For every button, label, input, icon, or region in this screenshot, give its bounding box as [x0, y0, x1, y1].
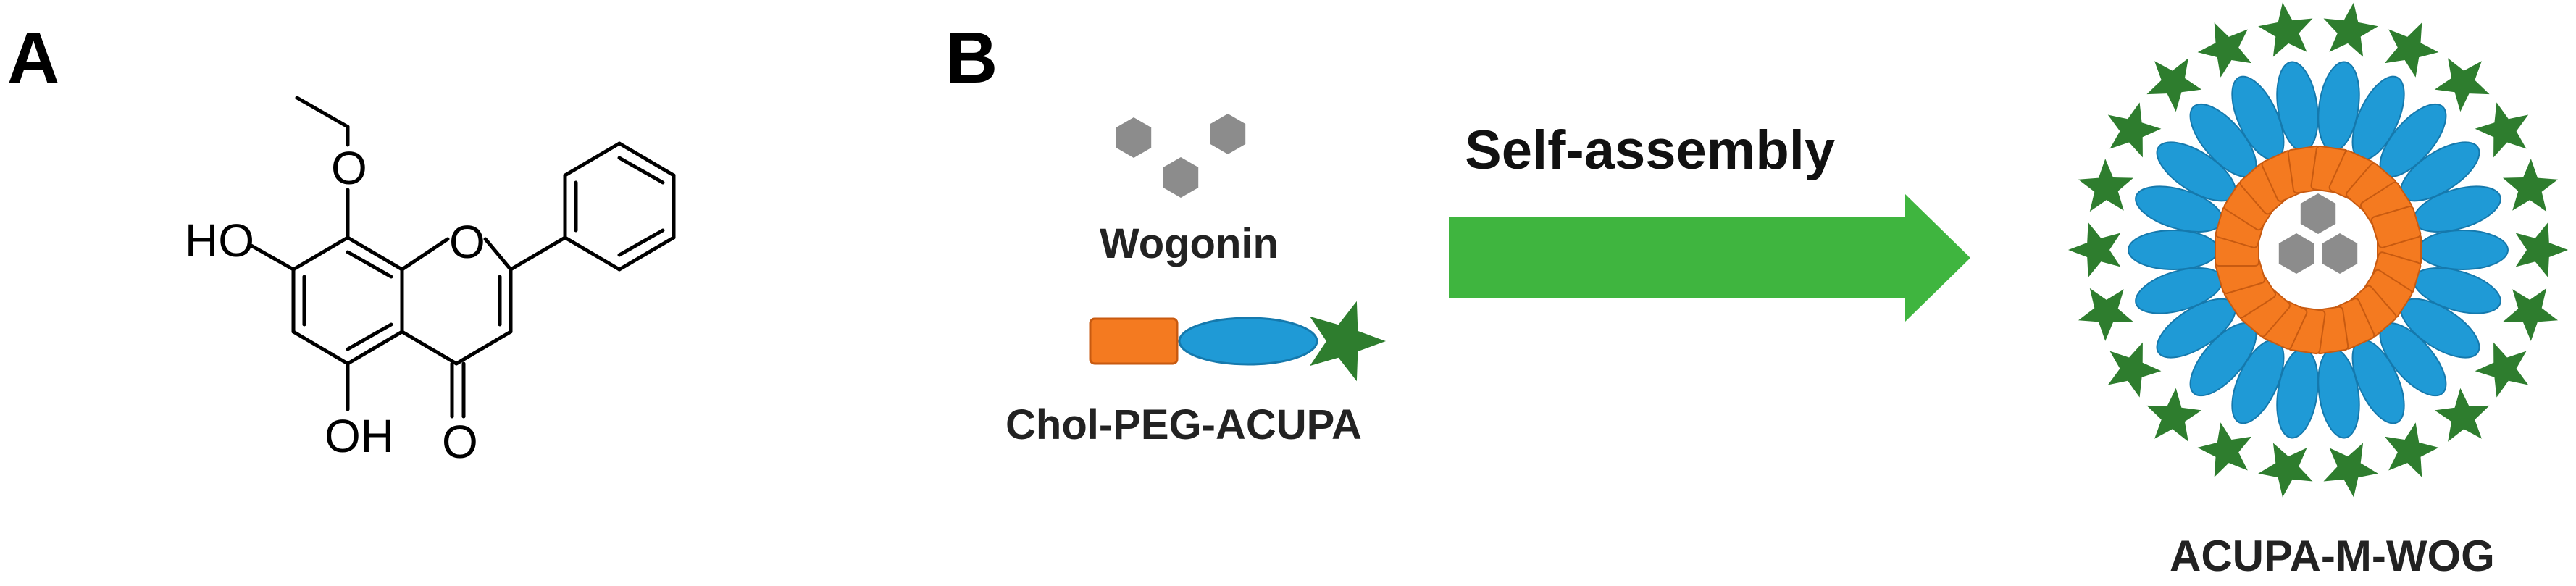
acupa-star — [2323, 2, 2378, 57]
bond — [346, 250, 393, 279]
bond — [563, 235, 622, 272]
wogonin-hexagon — [1210, 114, 1246, 154]
acupa-star — [2503, 288, 2558, 341]
bond — [295, 96, 350, 129]
polymer-label: Chol-PEG-ACUPA — [1005, 401, 1362, 448]
hydroxy-label-top: HO — [185, 214, 254, 267]
acupa-star — [2197, 22, 2252, 78]
bond — [617, 228, 665, 257]
acupa-star — [2258, 2, 2313, 57]
bond — [346, 322, 393, 351]
bond — [248, 243, 296, 272]
wogonin-structure — [248, 96, 676, 419]
bond — [617, 141, 676, 177]
methoxy-oxygen: O — [331, 142, 367, 194]
product-label: ACUPA-M-WOG — [2170, 532, 2495, 580]
acupa-star — [2323, 443, 2378, 498]
bond — [563, 141, 622, 177]
encapsulated-wogonin — [2300, 193, 2336, 234]
encapsulated-wogonin — [2322, 233, 2358, 274]
cholesterol-segment — [2370, 206, 2422, 248]
acupa-star — [2107, 342, 2162, 398]
acupa-ligand-star — [1310, 301, 1386, 382]
peg-segment — [2128, 230, 2219, 270]
acupa-star — [2434, 58, 2490, 112]
peg-block — [1178, 317, 1318, 366]
acupa-star — [2078, 288, 2133, 341]
bond — [291, 235, 350, 272]
encapsulated-wogonin — [2278, 233, 2314, 274]
wogonin-molecules — [1116, 114, 1246, 198]
acupa-star — [2078, 159, 2133, 212]
acupa-star — [2146, 58, 2202, 112]
acupa-star — [1310, 301, 1386, 382]
bond — [617, 235, 676, 272]
carbonyl-oxygen: O — [442, 416, 478, 468]
bond — [400, 237, 450, 272]
acupa-star — [2434, 388, 2490, 442]
ring-oxygen: O — [449, 216, 485, 268]
process-label: Self-assembly — [1465, 120, 1836, 181]
bond — [346, 235, 404, 272]
acupa-star — [2503, 159, 2558, 212]
hydroxy-label-bottom: OH — [325, 410, 394, 462]
bond — [483, 237, 513, 272]
wogonin-hexagon — [1163, 157, 1199, 198]
acupa-star — [2384, 22, 2439, 78]
acupa-star — [2146, 388, 2202, 442]
acupa-star — [2475, 342, 2529, 398]
cholesterol-block — [1089, 317, 1179, 365]
panel-label-a: A — [7, 17, 60, 99]
self-assembly-arrow — [1449, 194, 1970, 322]
bond — [617, 156, 665, 185]
acupa-star — [2475, 102, 2529, 158]
bond — [400, 330, 459, 366]
acupa-star — [2107, 102, 2162, 158]
bond — [346, 330, 404, 366]
micelle — [2068, 2, 2568, 498]
peg-segment — [2417, 230, 2509, 270]
bond — [454, 330, 513, 366]
acupa-star — [2258, 443, 2313, 498]
wogonin-hexagon — [1116, 117, 1152, 158]
bond — [291, 330, 350, 366]
bond — [509, 235, 567, 272]
panel-label-b: B — [945, 17, 998, 99]
acupa-star — [2197, 422, 2252, 477]
wogonin-label: Wogonin — [1100, 220, 1279, 267]
acupa-star — [2068, 222, 2121, 277]
acupa-star — [2384, 422, 2439, 477]
acupa-star — [2515, 222, 2568, 277]
